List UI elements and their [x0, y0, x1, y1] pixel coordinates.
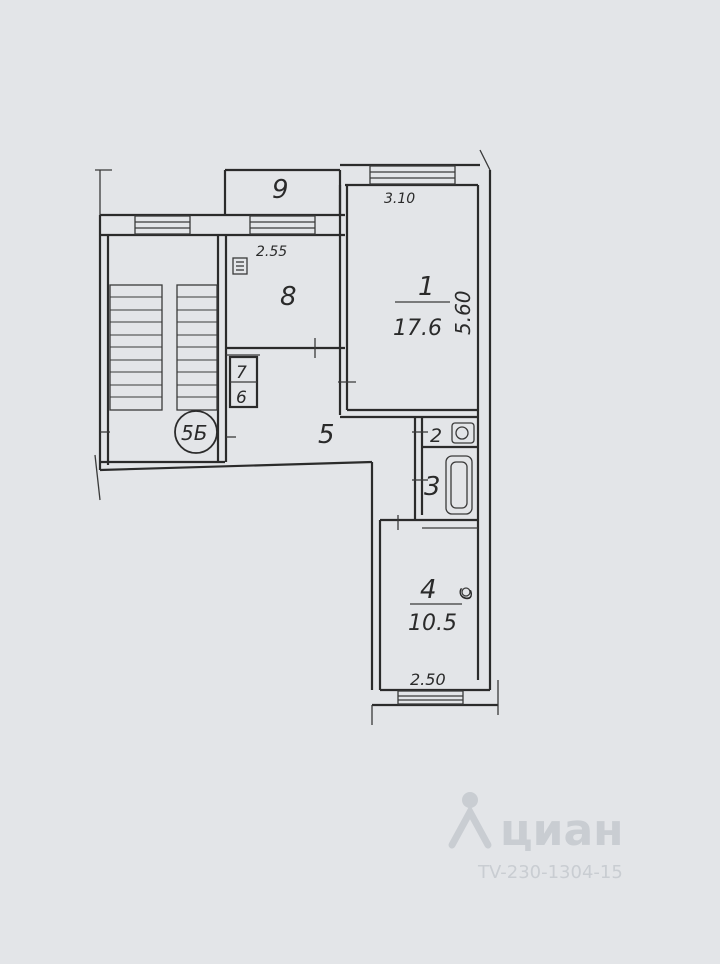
fixtures	[232, 257, 475, 597]
vent-shaft-icon	[232, 257, 248, 275]
room-1-number: 1	[418, 272, 435, 302]
room-6-number: 6	[236, 388, 247, 408]
room-1-area: 17.6	[393, 316, 442, 341]
dim-room1-length: 5.60	[451, 290, 475, 335]
watermark-id: TV-230-1304-15	[477, 862, 623, 883]
room-labels: 9 8 1 17.6 5 7 6 2 3 4 10.5	[236, 175, 462, 636]
windows	[134, 165, 464, 705]
door-marks	[100, 338, 428, 530]
dim-room8-width: 2.55	[256, 244, 287, 260]
dim-room4-extra: С	[457, 588, 477, 600]
room-3-number: 3	[424, 472, 441, 502]
room-5-number: 5	[318, 420, 335, 450]
watermark: циан TV-230-1304-15	[448, 792, 624, 883]
room-8-number: 8	[280, 282, 297, 312]
stair-label: 5Б	[181, 421, 207, 445]
dim-room4-width: 2.50	[410, 670, 446, 689]
stove-icon	[461, 587, 471, 597]
watermark-brand: циан	[500, 805, 624, 856]
staircase	[109, 284, 218, 411]
bathtub-icon	[445, 455, 473, 515]
room-7-number: 7	[236, 363, 247, 383]
room-2-number: 2	[430, 425, 442, 447]
cian-logo-icon	[462, 792, 478, 808]
room-9-number: 9	[272, 175, 289, 205]
room-4-area: 10.5	[408, 611, 457, 636]
toilet-icon	[451, 422, 475, 444]
interior-walls	[216, 185, 478, 529]
stair-label-badge: 5Б	[174, 410, 218, 454]
exterior-walls	[94, 149, 499, 725]
dim-room1-width: 3.10	[384, 191, 415, 207]
room-4-number: 4	[420, 575, 437, 605]
dimensions: 3.10 5.60 2.55 2.50 С	[256, 191, 477, 689]
